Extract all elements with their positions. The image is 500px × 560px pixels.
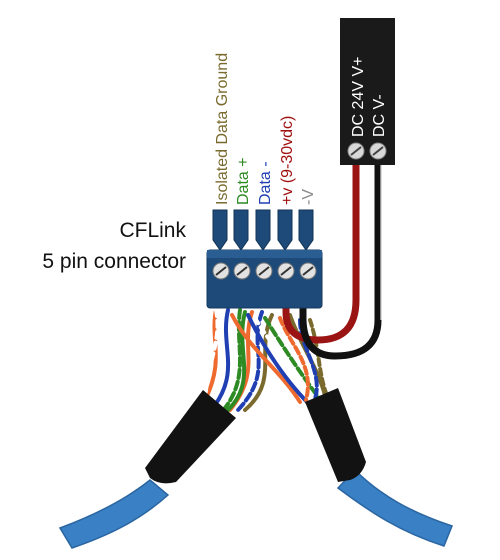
pin-label-vplus: +v (9-30vdc)	[279, 116, 296, 205]
black-power-wire	[299, 161, 382, 360]
right-cable-wires	[230, 313, 330, 407]
pin-labels: Isolated Data Ground Data + Data - +v (9…	[214, 53, 317, 205]
pin-label-ground: Isolated Data Ground	[214, 53, 231, 205]
connector-name-line2: 5 pin connector	[42, 250, 186, 273]
power-supply-terminals	[347, 142, 387, 160]
pin-label-data-plus: Data +	[235, 157, 252, 205]
pin-label-data-minus: Data -	[257, 161, 274, 205]
right-cable-jacket	[336, 468, 453, 547]
connector-screw-terminals	[212, 262, 317, 280]
connector-name-line1: CFLink	[119, 219, 186, 242]
left-cable-jacket	[58, 479, 170, 549]
right-cable-boot	[305, 388, 366, 482]
pin-label-vminus: -V	[300, 189, 317, 205]
left-cable-boot	[145, 390, 236, 484]
red-power-wire	[282, 161, 360, 344]
connector-pins	[212, 209, 314, 251]
power-supply	[340, 18, 395, 165]
power-supply-label-vminus: DC V-	[371, 94, 388, 137]
power-supply-label-vplus: DC 24V V+	[350, 57, 367, 137]
